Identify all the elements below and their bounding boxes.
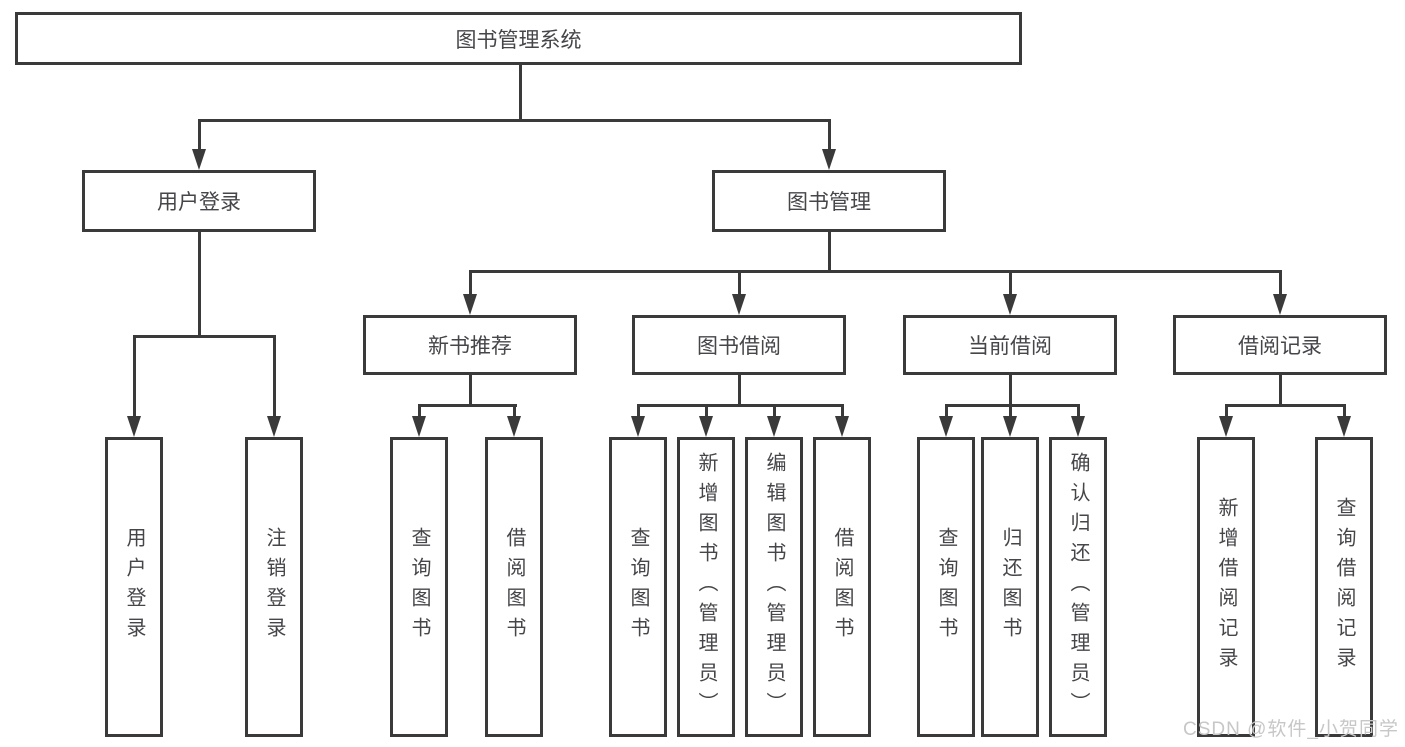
leaf-return-book-label: 归还图书 [999, 527, 1021, 647]
leaf-query-book-newrec: 查询图书 [390, 437, 448, 737]
connector-line [1225, 404, 1228, 418]
arrow-down-icon [507, 416, 521, 437]
arrow-down-icon [1071, 416, 1085, 437]
connector-line [133, 335, 276, 338]
leaf-query-book-borrow: 查询图书 [609, 437, 667, 737]
connector-line [1009, 375, 1012, 406]
connector-line [469, 270, 1282, 273]
csdn-watermark: CSDN @软件_小贺同学 [1183, 719, 1399, 740]
arrow-down-icon [767, 416, 781, 437]
connector-line [738, 270, 741, 295]
leaf-borrow-book-borrow: 借阅图书 [813, 437, 871, 737]
node-borrow-records: 借阅记录 [1173, 315, 1387, 375]
leaf-borrow-book-newrec-label: 借阅图书 [503, 527, 525, 647]
arrow-down-icon [699, 416, 713, 437]
arrow-down-icon [1219, 416, 1233, 437]
leaf-query-borrow-record-label: 查询借阅记录 [1333, 497, 1355, 677]
node-user-login: 用户登录 [82, 170, 316, 232]
leaf-borrow-book-borrow-label: 借阅图书 [831, 527, 853, 647]
leaf-user-login-label: 用户登录 [123, 527, 145, 647]
node-borrow-records-label: 借阅记录 [1238, 335, 1322, 358]
leaf-add-book-admin-label: 新增图书（管理员） [695, 452, 717, 722]
arrow-down-icon [1273, 294, 1287, 315]
leaf-logout-label: 注销登录 [263, 527, 285, 647]
leaf-borrow-book-newrec: 借阅图书 [485, 437, 543, 737]
arrow-down-icon [267, 416, 281, 437]
node-current-borrow-label: 当前借阅 [968, 335, 1052, 358]
leaf-edit-book-admin-label: 编辑图书（管理员） [763, 452, 785, 722]
node-book-borrow-label: 图书借阅 [697, 335, 781, 358]
connector-line [1009, 270, 1012, 295]
leaf-add-borrow-record: 新增借阅记录 [1197, 437, 1255, 737]
arrow-down-icon [939, 416, 953, 437]
connector-line [945, 404, 1079, 407]
connector-line [133, 335, 136, 418]
leaf-user-login: 用户登录 [105, 437, 163, 737]
arrow-down-icon [631, 416, 645, 437]
connector-line [1009, 404, 1012, 418]
connector-line [273, 335, 276, 418]
connector-line [418, 404, 421, 418]
connector-line [773, 404, 776, 418]
leaf-query-book-current-label: 查询图书 [935, 527, 957, 647]
connector-line [828, 232, 831, 273]
leaf-edit-book-admin: 编辑图书（管理员） [745, 437, 803, 737]
node-user-login-label: 用户登录 [157, 191, 241, 214]
arrow-down-icon [732, 294, 746, 315]
connector-line [1279, 375, 1282, 406]
connector-line [1077, 404, 1080, 418]
connector-line [738, 375, 741, 406]
connector-line [1343, 404, 1346, 418]
connector-line [1279, 270, 1282, 295]
leaf-query-book-newrec-label: 查询图书 [408, 527, 430, 647]
leaf-query-book-borrow-label: 查询图书 [627, 527, 649, 647]
leaf-add-book-admin: 新增图书（管理员） [677, 437, 735, 737]
node-current-borrow: 当前借阅 [903, 315, 1117, 375]
node-new-book-recommend: 新书推荐 [363, 315, 577, 375]
arrow-down-icon [835, 416, 849, 437]
arrow-down-icon [1003, 294, 1017, 315]
leaf-confirm-return-admin: 确认归还（管理员） [1049, 437, 1107, 737]
connector-line [1225, 404, 1345, 407]
node-book-borrow: 图书借阅 [632, 315, 846, 375]
node-book-management-label: 图书管理 [787, 191, 871, 214]
connector-line [637, 404, 640, 418]
arrow-down-icon [127, 416, 141, 437]
leaf-query-borrow-record: 查询借阅记录 [1315, 437, 1373, 737]
arrow-down-icon [822, 149, 836, 170]
connector-line [945, 404, 948, 418]
arrow-down-icon [412, 416, 426, 437]
connector-line [469, 270, 472, 295]
connector-line [198, 232, 201, 338]
connector-line [637, 404, 844, 407]
leaf-return-book: 归还图书 [981, 437, 1039, 737]
arrow-down-icon [192, 149, 206, 170]
leaf-add-borrow-record-label: 新增借阅记录 [1215, 497, 1237, 677]
connector-line [519, 65, 522, 120]
connector-line [198, 119, 201, 151]
node-book-management: 图书管理 [712, 170, 946, 232]
leaf-query-book-current: 查询图书 [917, 437, 975, 737]
connector-line [705, 404, 708, 418]
connector-line [469, 375, 472, 406]
leaf-logout: 注销登录 [245, 437, 303, 737]
connector-line [198, 119, 831, 122]
connector-line [828, 119, 831, 151]
leaf-confirm-return-admin-label: 确认归还（管理员） [1067, 452, 1089, 722]
node-root-label: 图书管理系统 [455, 28, 582, 52]
node-root: 图书管理系统 [15, 12, 1022, 65]
connector-line [513, 404, 516, 418]
connector-line [418, 404, 517, 407]
arrow-down-icon [1003, 416, 1017, 437]
arrow-down-icon [1337, 416, 1351, 437]
node-new-book-recommend-label: 新书推荐 [428, 335, 512, 358]
arrow-down-icon [463, 294, 477, 315]
connector-line [841, 404, 844, 418]
